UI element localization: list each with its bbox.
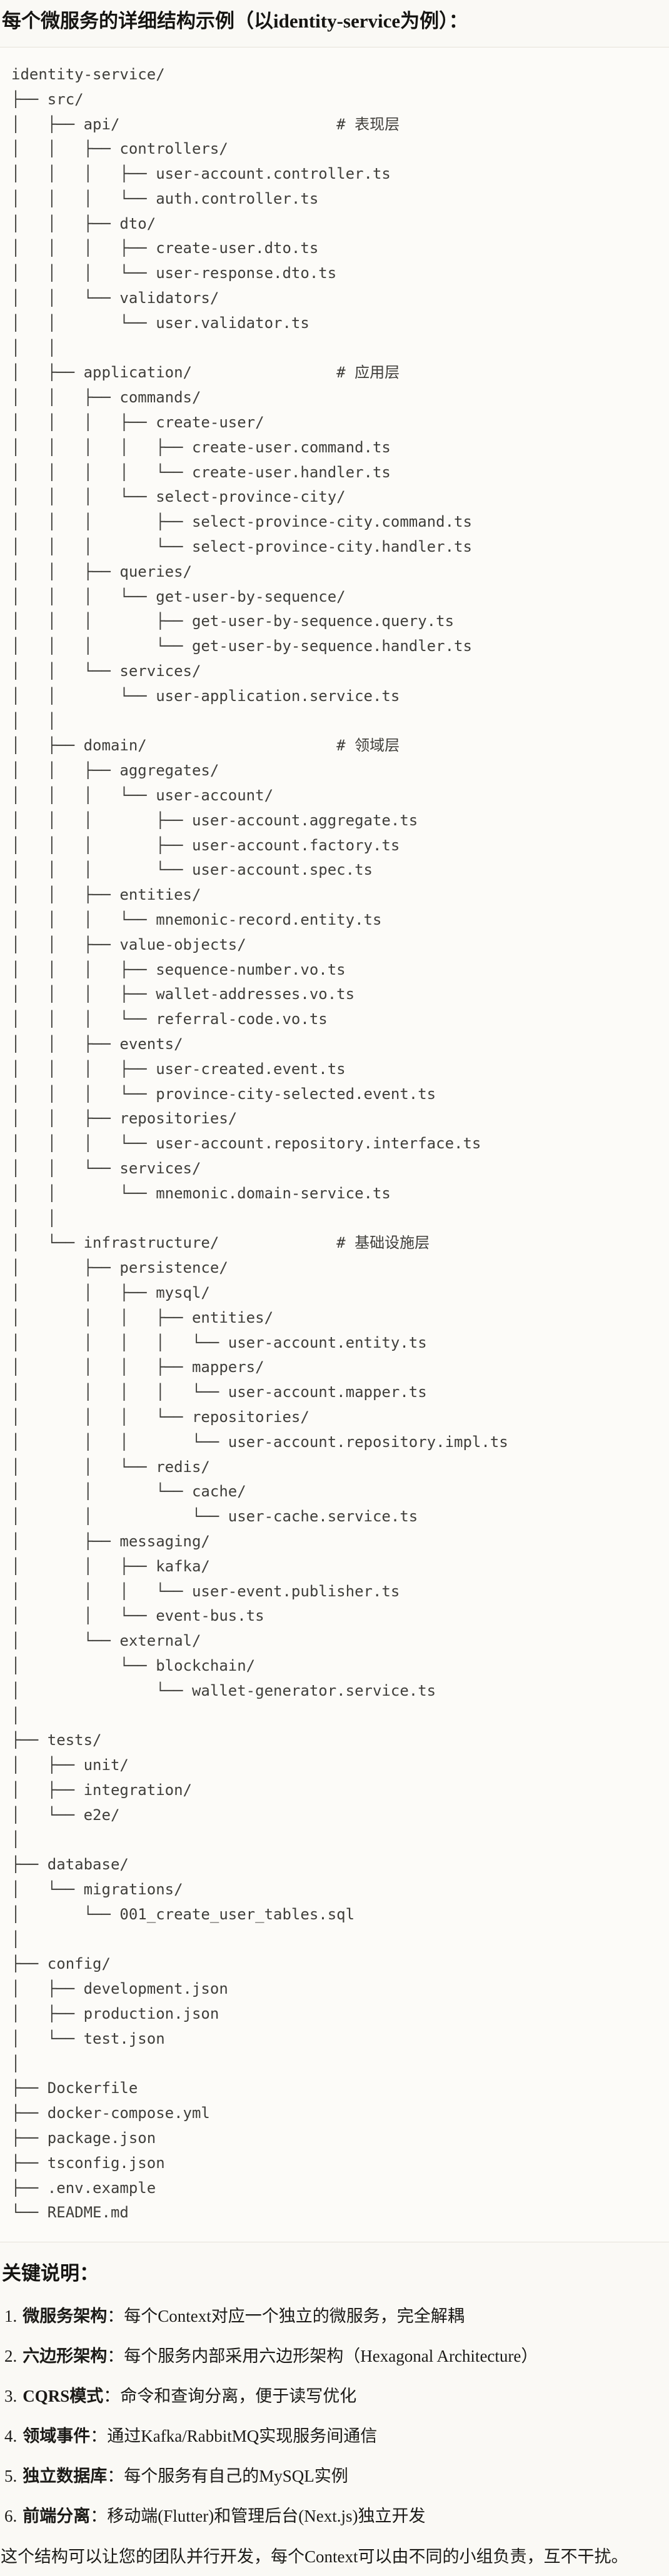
note-number: 4. xyxy=(4,2426,18,2445)
note-term: 微服务架构 xyxy=(23,2306,108,2325)
note-item-6: 6. 前端分离：移动端(Flutter)和管理后台(Next.js)独立开发 xyxy=(0,2505,669,2527)
note-desc: 每个Context对应一个独立的微服务，完全解耦 xyxy=(124,2306,465,2325)
directory-tree: identity-service/ ├── src/ │ ├── api/ # … xyxy=(11,65,508,2222)
note-term: 六边形架构 xyxy=(23,2346,108,2365)
note-separator: ： xyxy=(103,2386,121,2405)
code-block: identity-service/ ├── src/ │ ├── api/ # … xyxy=(0,46,669,2243)
note-item-3: 3. CQRS模式：命令和查询分离，便于读写优化 xyxy=(0,2385,669,2407)
note-separator: ： xyxy=(90,2506,108,2525)
note-number: 1. xyxy=(4,2306,18,2325)
note-number: 5. xyxy=(4,2466,18,2485)
note-term: 领域事件 xyxy=(23,2426,91,2445)
note-term: 独立数据库 xyxy=(23,2466,108,2485)
note-separator: ： xyxy=(107,2466,124,2485)
note-item-2: 2. 六边形架构：每个服务内部采用六边形架构（Hexagonal Architec… xyxy=(0,2345,669,2367)
note-number: 2. xyxy=(4,2346,18,2365)
note-item-5: 5. 独立数据库：每个服务有自己的MySQL实例 xyxy=(0,2465,669,2487)
note-item-4: 4. 领域事件：通过Kafka/RabbitMQ实现服务间通信 xyxy=(0,2425,669,2447)
note-separator: ： xyxy=(90,2426,108,2445)
note-desc: 每个服务有自己的MySQL实例 xyxy=(124,2466,348,2485)
note-desc: 移动端(Flutter)和管理后台(Next.js)独立开发 xyxy=(107,2506,426,2525)
page-title: 每个微服务的详细结构示例（以identity-service为例）： xyxy=(2,10,468,32)
note-desc: 命令和查询分离，便于读写优化 xyxy=(120,2386,357,2405)
note-term: CQRS模式 xyxy=(23,2386,104,2405)
note-term: 前端分离 xyxy=(23,2506,91,2525)
note-separator: ： xyxy=(107,2306,124,2325)
note-item-1: 1. 微服务架构：每个Context对应一个独立的微服务，完全解耦 xyxy=(0,2305,669,2327)
note-number: 3. xyxy=(4,2386,18,2405)
note-desc: 每个服务内部采用六边形架构（Hexagonal Architecture） xyxy=(124,2346,538,2365)
notes-heading: 关键说明： xyxy=(2,2262,99,2285)
closing-paragraph: 这个结构可以让您的团队并行开发，每个Context可以由不同的小组负责，互不干扰… xyxy=(1,2547,628,2566)
notes-section: 关键说明： 1.微服务架构：每个Context对应一个独立的微服务，完全解耦 2… xyxy=(0,2261,669,2567)
note-number: 6. xyxy=(4,2506,18,2525)
note-separator: ： xyxy=(107,2346,124,2365)
note-desc: 通过Kafka/RabbitMQ实现服务间通信 xyxy=(107,2426,378,2445)
